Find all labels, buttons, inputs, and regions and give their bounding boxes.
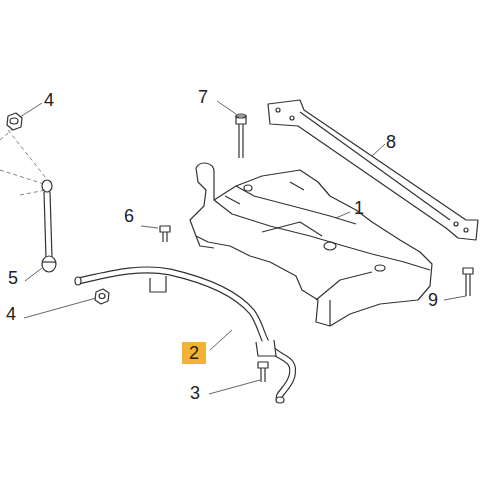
- callout-number: 4: [6, 304, 16, 324]
- leader-line: [20, 101, 466, 394]
- callout-number: 5: [8, 268, 18, 288]
- bolt: [258, 362, 268, 382]
- bolt: [236, 114, 246, 158]
- callout-number: 7: [198, 87, 208, 107]
- nut: [7, 113, 22, 130]
- nut: [95, 289, 109, 304]
- callout-number: 3: [190, 383, 200, 403]
- callout-number: 1: [354, 198, 364, 218]
- stabilizer-link: [42, 180, 56, 272]
- reinforcement-bar: [268, 100, 478, 240]
- callout-number: 6: [124, 206, 134, 226]
- callout-number: 8: [386, 132, 396, 152]
- callout-number: 9: [428, 290, 438, 310]
- callout-number: 4: [44, 90, 54, 110]
- highlight-box: 2: [182, 342, 206, 364]
- bolt: [463, 268, 473, 296]
- callout-number: 2: [189, 343, 199, 363]
- assembly-line: [0, 128, 46, 195]
- stabilizer-bar: [75, 270, 293, 403]
- bolt: [160, 226, 170, 242]
